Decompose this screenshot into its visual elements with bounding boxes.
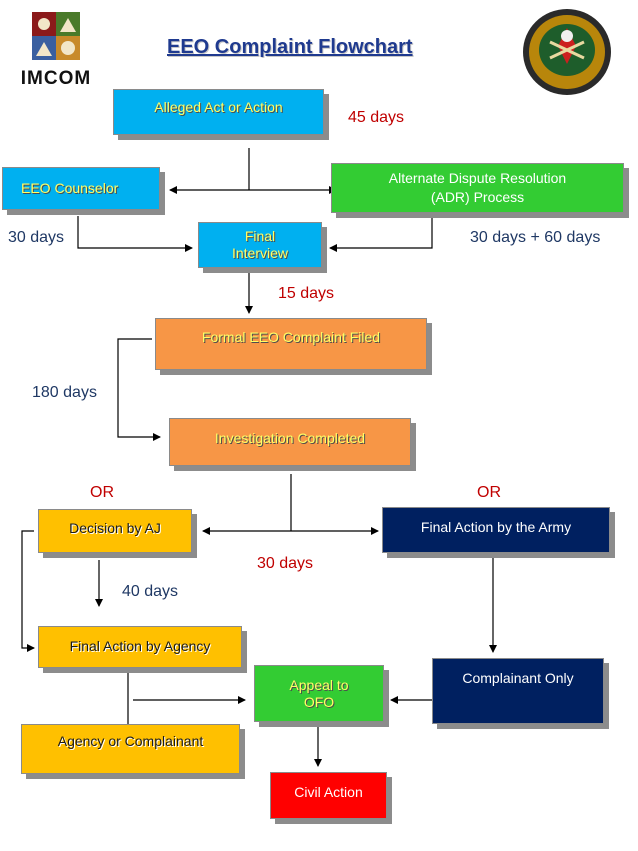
decision-aj-box: Decision by AJ xyxy=(38,509,192,553)
bracket-aj-agency xyxy=(21,530,35,652)
eeo-counselor-label: EEO Counselor xyxy=(21,180,119,196)
complainant-only-box: Complainant Only xyxy=(432,658,604,724)
label-15-days: 15 days xyxy=(278,285,335,302)
alleged-act-box: Alleged Act or Action xyxy=(113,89,324,135)
adr-label-line1: Alternate Dispute Resolution xyxy=(388,170,567,186)
arrow-counselor-interview xyxy=(77,216,193,252)
label-30-days-left: 30 days xyxy=(8,229,65,246)
arrow-adr-interview xyxy=(329,216,433,252)
final-interview-line2: Interview xyxy=(231,245,289,261)
label-45-days: 45 days xyxy=(348,109,405,126)
final-action-army-box: Final Action by the Army xyxy=(382,507,610,553)
appeal-ofo-box: Appeal to OFO xyxy=(254,665,384,722)
bracket-formal-investigation xyxy=(117,338,161,441)
final-interview-box: Final Interview xyxy=(198,222,322,268)
civil-action-box: Civil Action xyxy=(270,772,387,819)
imcom-logo: IMCOM xyxy=(14,8,98,94)
final-action-army-label: Final Action by the Army xyxy=(420,519,572,535)
civil-action-label: Civil Action xyxy=(294,784,363,800)
adr-process-box: Alternate Dispute Resolution (ADR) Proce… xyxy=(331,163,624,213)
investigation-box: Investigation Completed xyxy=(169,418,411,466)
imcom-logo-text: IMCOM xyxy=(20,68,92,89)
agency-or-complainant-box: Agency or Complainant xyxy=(21,724,240,774)
final-interview-line1: Final xyxy=(244,228,276,244)
adr-label-line2: (ADR) Process xyxy=(430,189,525,205)
label-or-right: OR xyxy=(477,484,501,501)
label-30-days-mid: 30 days xyxy=(257,555,314,572)
appeal-ofo-line2: OFO xyxy=(303,694,335,710)
agency-or-complainant-label: Agency or Complainant xyxy=(57,733,204,749)
formal-complaint-label: Formal EEO Complaint Filed xyxy=(201,329,381,345)
appeal-ofo-line1: Appeal to xyxy=(289,677,349,693)
label-40-days: 40 days xyxy=(122,583,179,600)
alleged-act-label: Alleged Act or Action xyxy=(154,99,283,115)
decision-aj-label: Decision by AJ xyxy=(69,520,161,536)
investigation-label: Investigation Completed xyxy=(214,430,366,446)
label-180-days: 180 days xyxy=(32,384,97,401)
eeo-counselor-box: EEO Counselor xyxy=(2,167,160,210)
formal-complaint-box: Formal EEO Complaint Filed xyxy=(155,318,427,370)
page-title: EEO Complaint Flowchart xyxy=(167,36,413,58)
final-action-agency-box: Final Action by Agency xyxy=(38,626,242,668)
complainant-only-label: Complainant Only xyxy=(462,670,574,686)
label-or-left: OR xyxy=(90,484,114,501)
final-action-agency-label: Final Action by Agency xyxy=(69,638,211,654)
label-30-plus-60-days: 30 days + 60 days xyxy=(470,229,601,246)
red-cloud-insignia xyxy=(520,6,614,98)
